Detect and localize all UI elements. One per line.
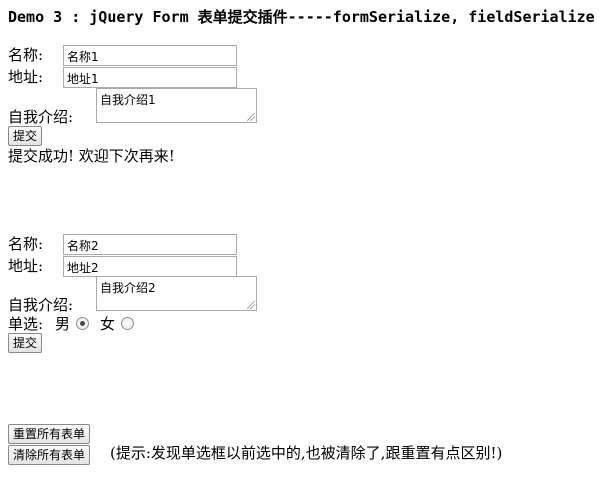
reset-all-button[interactable]: 重置所有表单 [8,424,91,444]
resize-handle-icon[interactable] [247,301,255,309]
success-message: 提交成功! 欢迎下次再来! [8,147,175,165]
radio-label: 单选: [8,315,44,333]
name-input[interactable]: 名称1 [63,45,237,66]
intro-label: 自我介绍: [8,296,74,314]
radio-male[interactable] [76,317,89,330]
name-label: 名称: [8,46,44,64]
hint-text: (提示:发现单选框以前选中的,也被清除了,跟重置有点区别!) [110,444,503,462]
address-label: 地址: [8,68,44,86]
radio-male-label: 男 [55,315,71,333]
radio-female[interactable] [121,317,134,330]
clear-all-button[interactable]: 清除所有表单 [8,445,91,465]
intro-text: 自我介绍1 [100,93,156,107]
resize-handle-icon[interactable] [247,113,255,121]
intro-textarea[interactable]: 自我介绍2 [96,276,257,311]
intro-text: 自我介绍2 [100,281,156,295]
name-input[interactable]: 名称2 [63,234,237,255]
submit-button[interactable]: 提交 [8,333,43,353]
intro-label: 自我介绍: [8,108,74,126]
name-label: 名称: [8,235,44,253]
page-title: Demo 3 : jQuery Form 表单提交插件-----formSeri… [8,8,595,26]
address-input[interactable]: 地址2 [63,256,237,277]
intro-textarea[interactable]: 自我介绍1 [96,88,257,123]
address-label: 地址: [8,257,44,275]
address-input[interactable]: 地址1 [63,67,237,88]
radio-female-label: 女 [100,315,116,333]
submit-button[interactable]: 提交 [8,126,43,146]
